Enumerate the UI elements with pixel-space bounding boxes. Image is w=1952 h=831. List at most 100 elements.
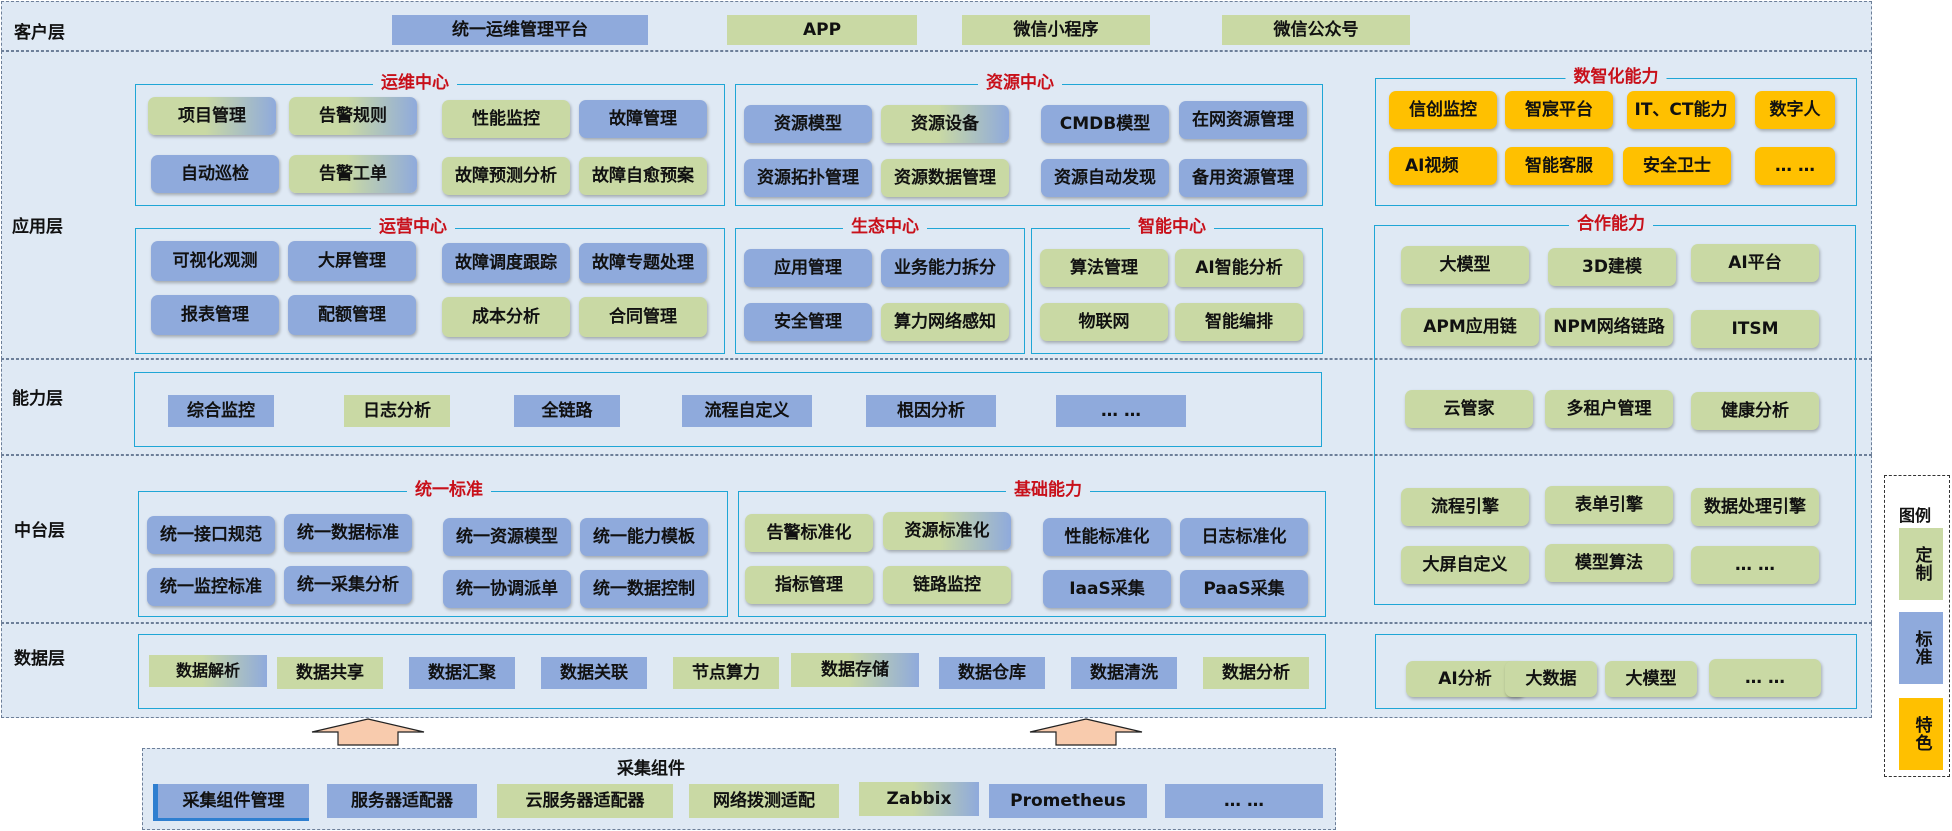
operation-item[interactable]: 合同管理 <box>579 297 707 337</box>
collection-item[interactable]: 网络拨测适配 <box>689 784 839 818</box>
base-item[interactable]: 指标管理 <box>745 566 873 604</box>
resource-item[interactable]: CMDB模型 <box>1041 105 1169 143</box>
digital-item[interactable]: 数字人 <box>1755 91 1835 129</box>
standard-item[interactable]: 统一数据控制 <box>580 570 708 608</box>
operation-item[interactable]: 配额管理 <box>288 295 416 335</box>
ops-item[interactable]: 告警规则 <box>289 97 417 135</box>
data-item[interactable]: 数据解析 <box>149 655 267 687</box>
cooperation-item[interactable]: NPM网络链路 <box>1545 308 1673 346</box>
ops-item[interactable]: 项目管理 <box>148 97 276 135</box>
base-item[interactable]: 日志标准化 <box>1180 518 1308 556</box>
capability-item[interactable]: 日志分析 <box>344 395 450 427</box>
data-item[interactable]: 数据关联 <box>541 657 647 689</box>
ecology-item[interactable]: 安全管理 <box>744 303 872 341</box>
digital-item[interactable]: … … <box>1755 147 1835 185</box>
intelligence-item[interactable]: 算法管理 <box>1040 249 1168 287</box>
cooperation-item[interactable]: APM应用链 <box>1401 308 1539 346</box>
data-item[interactable]: 数据汇聚 <box>409 657 515 689</box>
digital-item[interactable]: 安全卫士 <box>1623 147 1731 185</box>
data-item[interactable]: 数据存储 <box>791 653 919 687</box>
capability-item[interactable]: 综合监控 <box>168 395 274 427</box>
capability-item[interactable]: 根因分析 <box>866 395 996 427</box>
data-right-item[interactable]: … … <box>1709 659 1821 697</box>
resource-item[interactable]: 资源模型 <box>744 105 872 143</box>
data-item[interactable]: 数据分析 <box>1203 657 1309 689</box>
collection-item[interactable]: 服务器适配器 <box>327 784 477 818</box>
cooperation-item[interactable]: 健康分析 <box>1691 392 1819 430</box>
app-client[interactable]: APP <box>727 15 917 45</box>
capability-item[interactable]: 全链路 <box>514 395 620 427</box>
cooperation-item[interactable]: 数据处理引擎 <box>1691 488 1819 526</box>
resource-item[interactable]: 资源拓扑管理 <box>744 159 872 197</box>
digital-item[interactable]: 智能客服 <box>1505 147 1613 185</box>
cooperation-item[interactable]: ITSM <box>1691 310 1819 348</box>
standard-item[interactable]: 统一采集分析 <box>284 566 412 604</box>
data-item[interactable]: 数据仓库 <box>939 657 1045 689</box>
base-item[interactable]: 告警标准化 <box>745 514 873 552</box>
digital-item[interactable]: AI视频 <box>1389 147 1497 185</box>
standard-item[interactable]: 统一接口规范 <box>147 516 275 554</box>
operation-item[interactable]: 可视化观测 <box>151 241 279 281</box>
ecology-item[interactable]: 应用管理 <box>744 249 872 287</box>
cooperation-item[interactable]: 多租户管理 <box>1545 390 1673 428</box>
resource-item[interactable]: 资源数据管理 <box>881 159 1009 197</box>
cooperation-item[interactable]: … … <box>1691 546 1819 584</box>
intelligence-item[interactable]: 智能编排 <box>1175 303 1303 341</box>
intelligence-item[interactable]: 物联网 <box>1040 303 1168 341</box>
operation-item[interactable]: 大屏管理 <box>288 241 416 281</box>
digital-item[interactable]: 信创监控 <box>1389 91 1497 129</box>
ecology-item[interactable]: 算力网络感知 <box>881 303 1009 341</box>
ops-item[interactable]: 故障自愈预案 <box>579 157 707 195</box>
ops-item[interactable]: 故障管理 <box>579 100 707 138</box>
data-item[interactable]: 数据共享 <box>277 657 383 689</box>
intelligence-item[interactable]: AI智能分析 <box>1175 249 1303 287</box>
ops-platform-client[interactable]: 统一运维管理平台 <box>392 15 648 45</box>
operation-item[interactable]: 成本分析 <box>442 297 570 337</box>
resource-item[interactable]: 资源自动发现 <box>1041 159 1169 197</box>
operation-item[interactable]: 故障调度跟踪 <box>442 243 570 283</box>
resource-item[interactable]: 资源设备 <box>881 105 1009 143</box>
data-right-item[interactable]: 大数据 <box>1505 661 1597 697</box>
base-item[interactable]: PaaS采集 <box>1180 570 1308 608</box>
ops-item[interactable]: 故障预测分析 <box>442 157 570 195</box>
cooperation-item[interactable]: 表单引擎 <box>1545 486 1673 524</box>
base-item[interactable]: IaaS采集 <box>1043 570 1171 608</box>
standard-item[interactable]: 统一数据标准 <box>284 514 412 552</box>
wechat-official-account-client[interactable]: 微信公众号 <box>1222 15 1410 45</box>
standard-item[interactable]: 统一协调派单 <box>443 570 571 608</box>
cooperation-item[interactable]: 云管家 <box>1405 390 1533 428</box>
collection-item[interactable]: Zabbix <box>859 782 979 816</box>
cooperation-item[interactable]: 流程引擎 <box>1401 488 1529 526</box>
digital-item[interactable]: 智宸平台 <box>1505 91 1613 129</box>
resource-item[interactable]: 在网资源管理 <box>1179 101 1307 139</box>
standard-item[interactable]: 统一资源模型 <box>443 518 571 556</box>
base-item[interactable]: 链路监控 <box>883 566 1011 604</box>
data-item[interactable]: 节点算力 <box>673 657 779 689</box>
cooperation-item[interactable]: 模型算法 <box>1545 544 1673 582</box>
ops-item[interactable]: 自动巡检 <box>151 155 279 193</box>
operation-item[interactable]: 报表管理 <box>151 295 279 335</box>
operation-item[interactable]: 故障专题处理 <box>579 243 707 283</box>
cooperation-item[interactable]: 大屏自定义 <box>1401 546 1529 584</box>
cooperation-item[interactable]: AI平台 <box>1691 244 1819 282</box>
collection-item[interactable]: … … <box>1165 784 1323 818</box>
ops-item[interactable]: 性能监控 <box>442 100 570 138</box>
base-item[interactable]: 资源标准化 <box>883 512 1011 550</box>
collection-item[interactable]: 采集组件管理 <box>153 784 309 818</box>
data-right-item[interactable]: 大模型 <box>1605 661 1697 697</box>
ecology-item[interactable]: 业务能力拆分 <box>881 249 1009 287</box>
standard-item[interactable]: 统一监控标准 <box>147 568 275 606</box>
resource-item[interactable]: 备用资源管理 <box>1179 159 1307 197</box>
cooperation-item[interactable]: 大模型 <box>1401 246 1529 284</box>
collection-item[interactable]: Prometheus <box>989 784 1147 818</box>
capability-item[interactable]: 流程自定义 <box>682 395 812 427</box>
digital-item[interactable]: IT、CT能力 <box>1627 91 1735 129</box>
cooperation-item[interactable]: 3D建模 <box>1548 248 1676 286</box>
data-item[interactable]: 数据清洗 <box>1071 657 1177 689</box>
base-item[interactable]: 性能标准化 <box>1043 518 1171 556</box>
wechat-miniprogram-client[interactable]: 微信小程序 <box>962 15 1150 45</box>
data-right-item[interactable]: AI分析 <box>1406 661 1524 697</box>
standard-item[interactable]: 统一能力模板 <box>580 518 708 556</box>
collection-item[interactable]: 云服务器适配器 <box>497 784 673 818</box>
capability-item[interactable]: … … <box>1056 395 1186 427</box>
